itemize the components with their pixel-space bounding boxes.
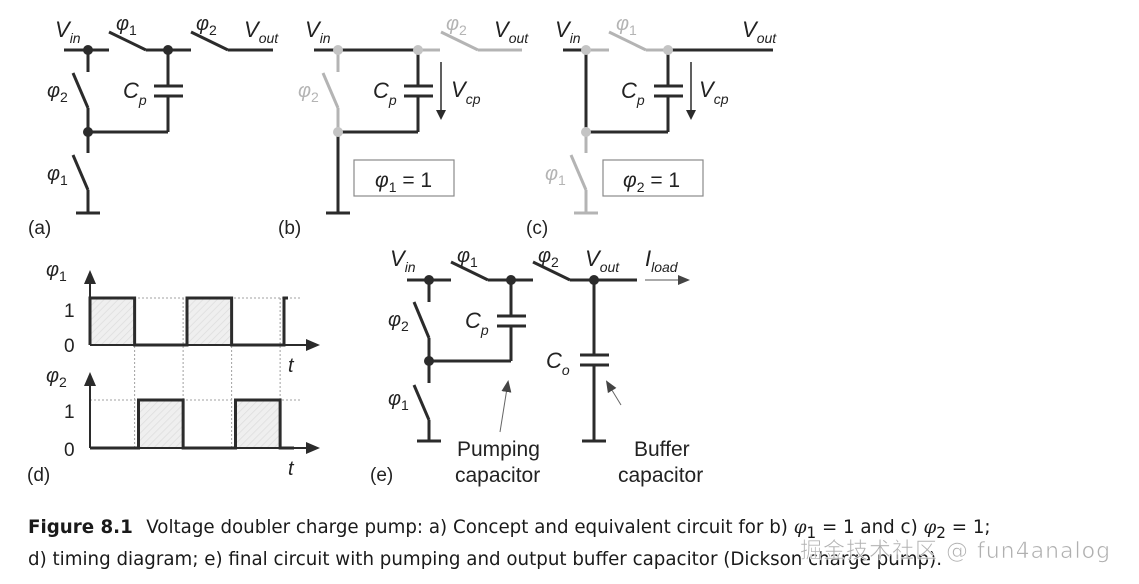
label-phi1-left: φ1 — [388, 388, 409, 413]
state-box-phi2 — [602, 159, 704, 197]
timing-diagram — [84, 270, 320, 454]
caption-phi1-sub: 1 — [806, 522, 817, 542]
value-axis-arrow-icon — [84, 372, 96, 386]
switch-phi2-left — [412, 301, 431, 339]
caption-text-2: = 1 and c) — [816, 516, 924, 538]
figure-caption: Figure 8.1 Voltage doubler charge pump: a… — [28, 514, 1084, 572]
switch-phi2-top — [190, 30, 229, 52]
panel-e-circuit — [407, 260, 637, 443]
label-vcp: Vcp — [699, 77, 729, 107]
panel-c-active-path — [563, 48, 773, 134]
label-phi2-left: φ2 — [388, 309, 409, 334]
node-dot — [506, 275, 516, 285]
label-phi1-top: φ1 — [457, 245, 478, 270]
node-dot — [581, 45, 591, 55]
value-axis-arrow-icon — [84, 270, 96, 284]
tick-label-1: 1 — [64, 402, 75, 423]
label-vout: Vout — [244, 17, 279, 46]
panel-label-b: (b) — [278, 218, 301, 239]
label-phi1-axis: φ1 — [46, 259, 67, 284]
switch-phi2-top — [532, 260, 571, 282]
time-axis-arrow-icon — [306, 442, 320, 454]
node-dot — [424, 356, 434, 366]
pulse-fill — [235, 400, 281, 448]
watermark: 掘金技术社区 @ fun4analog — [800, 539, 1112, 565]
switch-phi2-left — [71, 72, 90, 109]
label-cp: Cp — [123, 78, 147, 108]
panel-b-active-path — [314, 48, 433, 215]
node-dot — [83, 127, 93, 137]
pumping-capacitor-label-line2: capacitor — [455, 464, 540, 487]
node-dot — [581, 127, 591, 137]
switch-phi1-left — [412, 384, 431, 421]
label-phi2-left: φ2 — [47, 80, 68, 105]
figure-number: Figure 8.1 — [28, 516, 133, 538]
time-axis-label: t — [288, 355, 295, 377]
caption-text-1: Voltage doubler charge pump: a) Concept … — [146, 516, 794, 538]
state-box-phi1 — [353, 159, 455, 197]
caption-line-2: d) timing diagram; e) final circuit with… — [28, 547, 943, 570]
label-iload: Iload — [645, 246, 679, 275]
pumping-capacitor-label-line1: Pumping — [457, 438, 540, 461]
label-phi1-left: φ1 — [545, 163, 566, 188]
pointer-arrow-icon — [605, 380, 622, 406]
caption-phi1: φ — [793, 516, 807, 538]
caption-phi2-sub: 2 — [936, 522, 946, 542]
caption-phi2: φ — [923, 516, 937, 538]
label-vout: Vout — [585, 246, 620, 275]
label-vin: Vin — [305, 17, 331, 46]
state-label-phi1: φ1 = 1 — [375, 169, 432, 195]
label-vout: Vout — [742, 17, 777, 46]
panel-label-e: (e) — [370, 465, 393, 486]
panel-label-a: (a) — [28, 218, 51, 239]
time-axis-label: t — [288, 458, 295, 480]
tick-label-0: 0 — [64, 336, 75, 357]
panel-label-c: (c) — [526, 218, 548, 239]
pulse-fill — [90, 298, 135, 345]
label-phi1-left: φ1 — [47, 163, 68, 188]
node-dot — [83, 45, 93, 55]
time-axis-arrow-icon — [306, 339, 320, 351]
tick-label-0: 0 — [64, 440, 75, 461]
label-vout: Vout — [494, 17, 529, 46]
node-dot — [424, 275, 434, 285]
waveform-phi1 — [88, 296, 288, 347]
pulse-fill — [187, 298, 232, 345]
node-dot — [333, 45, 343, 55]
pulse-fill — [138, 400, 184, 448]
label-phi2-top: φ2 — [196, 13, 217, 38]
label-vin: Vin — [555, 17, 581, 46]
buffer-capacitor-label-line1: Buffer — [634, 438, 690, 461]
panel-a-circuit — [64, 30, 273, 215]
node-dot — [589, 275, 599, 285]
switch-phi1-left — [71, 154, 90, 191]
caption-text-3: = 1; — [945, 516, 991, 538]
panel-b-inactive-elements — [321, 30, 522, 132]
label-phi2-left: φ2 — [298, 80, 319, 105]
label-vin: Vin — [390, 246, 416, 275]
label-phi1-top: φ1 — [116, 13, 137, 38]
label-phi2-top: φ2 — [446, 13, 467, 38]
state-label-phi2: φ2 = 1 — [623, 169, 680, 195]
switch-phi1-top — [450, 260, 489, 282]
label-co: Co — [546, 348, 570, 378]
label-vcp: Vcp — [451, 77, 481, 107]
node-dot — [413, 45, 423, 55]
label-phi2-axis: φ2 — [46, 365, 67, 390]
label-phi1-top: φ1 — [616, 13, 637, 38]
switch-phi1-top — [108, 30, 147, 52]
buffer-capacitor-label-line2: capacitor — [618, 464, 703, 487]
label-cp: Cp — [373, 78, 397, 108]
tick-label-1: 1 — [64, 301, 75, 322]
panel-label-d: (d) — [27, 465, 50, 486]
label-cp: Cp — [621, 78, 645, 108]
label-vin: Vin — [55, 17, 81, 46]
figure-canvas: Vin φ1 φ2 Vout φ2 φ1 Cp (a) Vin φ2 Vout … — [27, 13, 777, 487]
label-cp: Cp — [465, 308, 489, 338]
node-dot — [163, 45, 173, 55]
label-phi2-top: φ2 — [538, 245, 559, 270]
pointer-arrow-icon — [499, 380, 512, 433]
node-dot — [663, 45, 673, 55]
node-dot — [333, 127, 343, 137]
